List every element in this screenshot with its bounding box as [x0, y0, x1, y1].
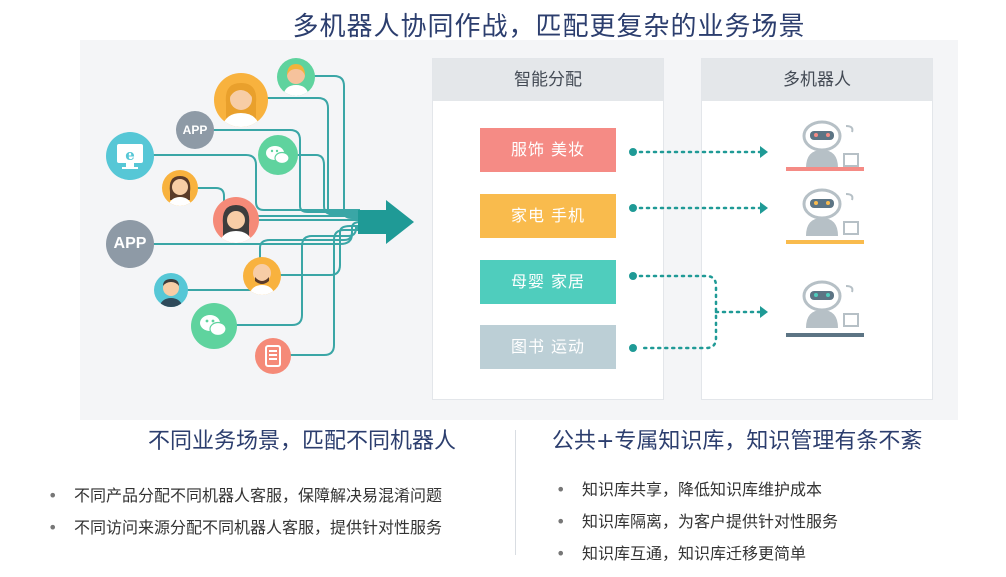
connector-arrowhead — [760, 146, 768, 158]
robot-icon — [786, 120, 864, 171]
app-source-badge-small: APP — [176, 111, 214, 149]
connection-line — [278, 154, 360, 215]
robot-icon — [786, 280, 864, 337]
user-avatar-man-bald — [243, 257, 281, 295]
app-source-badge-large: APP — [106, 220, 154, 268]
connector-arrowhead — [760, 202, 768, 214]
user-avatar-woman-small — [277, 58, 315, 96]
svg-text:e: e — [125, 146, 135, 164]
multi-robot-header: 多机器人 — [702, 59, 932, 101]
user-avatar-man-small — [154, 273, 188, 307]
user-avatar-woman-blonde — [214, 73, 268, 127]
right-section-bullets: 知识库共享，降低知识库维护成本 知识库隔离，为客户提供针对性服务 知识库互通，知… — [556, 474, 838, 570]
smart-allocation-header: 智能分配 — [433, 59, 663, 101]
connector-start-dot — [629, 272, 637, 280]
category-appliance-phone: 家电 手机 — [480, 194, 616, 238]
list-item: 不同访问来源分配不同机器人客服，提供针对性服务 — [48, 512, 442, 544]
ie-browser-icon: e — [106, 132, 154, 180]
smart-allocation-box: 智能分配 服饰 美妆 家电 手机 母婴 家居 图书 运动 — [432, 58, 664, 400]
robot-icon — [786, 188, 864, 244]
connection-line — [272, 229, 360, 356]
mobile-page-icon — [255, 338, 291, 374]
connection-line — [196, 129, 360, 213]
connection-line — [305, 75, 360, 219]
category-baby-home: 母婴 家居 — [480, 260, 616, 304]
category-apparel-beauty: 服饰 美妆 — [480, 128, 616, 172]
merge-arrow — [358, 200, 414, 244]
left-section-bullets: 不同产品分配不同机器人客服，保障解决易混淆问题 不同访问来源分配不同机器人客服，… — [48, 480, 442, 544]
left-section-title: 不同业务场景，匹配不同机器人 — [148, 429, 457, 454]
wechat-icon — [258, 135, 298, 175]
list-item: 知识库共享，降低知识库维护成本 — [556, 474, 838, 506]
connector-arrowhead — [760, 306, 768, 318]
connector-start-dot — [629, 148, 637, 156]
connector-start-dot — [629, 344, 637, 352]
list-item: 知识库互通，知识库迁移更简单 — [556, 538, 838, 570]
right-section-title: 公共+专属知识库，知识管理有条不紊 — [552, 429, 923, 454]
user-avatar-woman-orange — [162, 170, 198, 206]
wechat-icon — [191, 303, 237, 349]
user-avatar-woman-dark — [213, 197, 259, 243]
section-divider — [515, 430, 516, 555]
connector-start-dot — [629, 204, 637, 212]
connection-line — [130, 154, 360, 211]
list-item: 不同产品分配不同机器人客服，保障解决易混淆问题 — [48, 480, 442, 512]
category-books-sports: 图书 运动 — [480, 325, 616, 369]
connection-line — [215, 227, 360, 326]
list-item: 知识库隔离，为客户提供针对性服务 — [556, 506, 838, 538]
main-title: 多机器人协同作战，匹配更复杂的业务场景 — [292, 12, 806, 42]
